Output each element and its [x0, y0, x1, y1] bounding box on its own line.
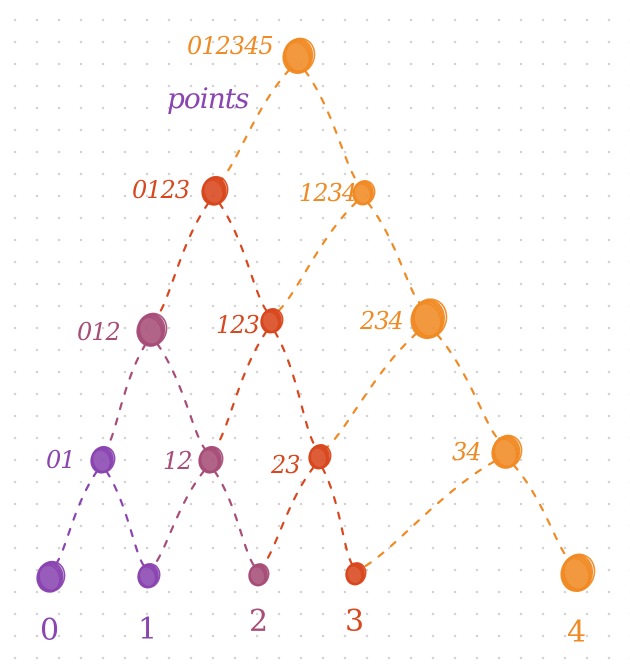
- node-scribble-01-4: [90, 445, 116, 474]
- node-12: [198, 445, 224, 474]
- node-scribble-34-4: [491, 434, 523, 469]
- edge-n34-n4: [512, 463, 570, 560]
- node-2: [248, 563, 270, 587]
- node-label-12: 12: [163, 447, 192, 475]
- edge-n1234-n123: [276, 200, 358, 314]
- node-label-23: 23: [270, 451, 300, 479]
- edge-n1234-n234: [366, 201, 421, 305]
- node-123: [260, 308, 284, 334]
- node-scribble-23-4: [308, 444, 332, 470]
- node-scribble-12-4: [198, 445, 224, 474]
- edge-n12-n1: [152, 469, 206, 568]
- node-0: [36, 560, 66, 593]
- edge-n01-n0: [54, 469, 99, 566]
- node-label-012345: 012345: [187, 32, 273, 60]
- edge-n012345-n1234: [303, 69, 360, 185]
- node-scribble-123-4: [260, 308, 284, 334]
- node-scribble-0123-4: [201, 175, 229, 206]
- node-scribble-2-4: [248, 563, 270, 587]
- edge-n0123-n123: [218, 201, 268, 312]
- edge-n12-n2: [213, 470, 256, 567]
- node-23: [308, 444, 332, 470]
- node-01: [90, 445, 116, 474]
- edge-n23-n3: [321, 466, 354, 566]
- edge-n123-n12: [213, 330, 268, 451]
- node-label-3: 3: [345, 604, 364, 639]
- edge-n34-n3: [361, 460, 496, 569]
- node-34: [491, 434, 523, 469]
- node-label-123: 123: [216, 311, 260, 339]
- edge-n012-n01: [105, 342, 147, 450]
- node-label-012: 012: [77, 318, 120, 346]
- edge-n123-n23: [273, 330, 317, 448]
- edge-n01-n1: [105, 470, 145, 567]
- node-scribble-1234-4: [352, 180, 376, 206]
- edge-n012-n12: [156, 342, 207, 451]
- node-scribble-4-4: [560, 553, 596, 592]
- node-label-34: 34: [452, 438, 481, 466]
- node-scribble-3-4: [345, 562, 367, 586]
- node-label-2: 2: [249, 604, 268, 639]
- node-3: [345, 562, 367, 586]
- edges-layer: [54, 68, 570, 569]
- node-scribble-234-3: [411, 299, 445, 339]
- node-1: [137, 563, 161, 589]
- node-label-234: 234: [359, 307, 403, 335]
- edge-n23-n2: [261, 465, 315, 568]
- node-label-1: 1: [138, 612, 157, 647]
- node-1234: [352, 180, 376, 206]
- node-4: [560, 553, 596, 592]
- node-012345: [282, 37, 316, 74]
- node-scribble-012-4: [136, 312, 168, 347]
- points-label: points: [167, 82, 249, 115]
- node-234: [410, 298, 448, 340]
- node-0123: [201, 175, 229, 206]
- node-012: [136, 312, 168, 347]
- node-scribble-012345-4: [282, 37, 316, 74]
- node-scribble-234-4: [410, 298, 448, 340]
- edge-n0123-n012: [156, 201, 210, 318]
- node-label-01: 01: [46, 446, 75, 474]
- node-label-4: 4: [567, 615, 586, 650]
- nodes-layer: [36, 37, 596, 593]
- edge-n234-n23: [324, 332, 418, 450]
- edge-n234-n34: [436, 333, 500, 441]
- edge-n012345-n0123: [219, 68, 291, 182]
- node-label-0: 0: [40, 613, 59, 648]
- node-label-0123: 0123: [132, 176, 190, 204]
- node-label-1234: 1234: [299, 179, 356, 207]
- node-scribble-0-4: [36, 560, 66, 593]
- node-scribble-1-4: [137, 563, 161, 589]
